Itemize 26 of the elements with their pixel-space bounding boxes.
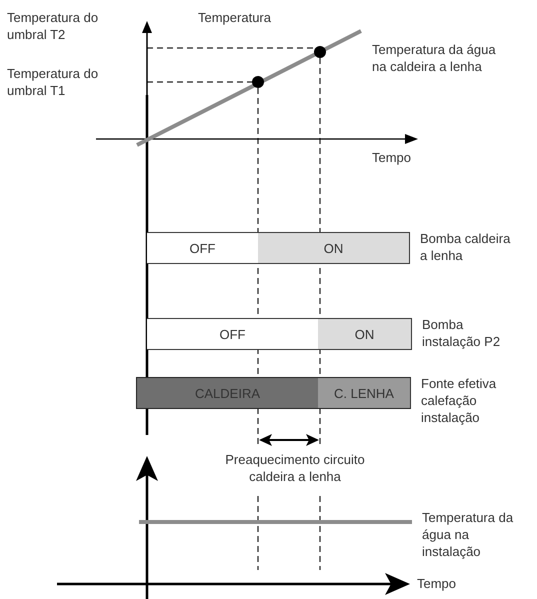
state-segment [136,377,318,409]
state-bar [136,377,411,409]
state-text: OFF [220,326,246,342]
state-segment [318,318,412,350]
axis-label: Preaquecimento circuito caldeira a lenha [225,451,365,485]
state-text: C. LENHA [334,386,394,400]
axis-label: Temperatura do umbral T1 [7,65,100,99]
axis-label: Temperatura da água na caldeira a lenha [372,41,497,75]
state-segment [147,318,318,350]
state-segment [258,232,410,264]
state-bar [147,232,410,264]
bar-label: Bomba caldeira a lenha [420,230,512,264]
state-bar [147,318,412,350]
axis-label: Tempo [417,575,458,592]
axis-label: Tempo [372,149,412,166]
axis-label: Temperatura da água na instalação [422,509,514,560]
state-text: ON [354,326,374,342]
bar-label: Fonte efetiva calefação instalação [421,375,498,426]
state-segment [147,232,258,264]
state-text: OFF [190,240,216,256]
bar-label: Bomba instalação P2 [422,316,502,350]
axis-label: Temperatura do umbral T2 [7,9,100,43]
state-text: CALDEIRA [194,386,260,400]
axis-label: Temperatura [198,9,272,26]
state-segment [318,377,411,409]
state-text: ON [324,240,344,256]
